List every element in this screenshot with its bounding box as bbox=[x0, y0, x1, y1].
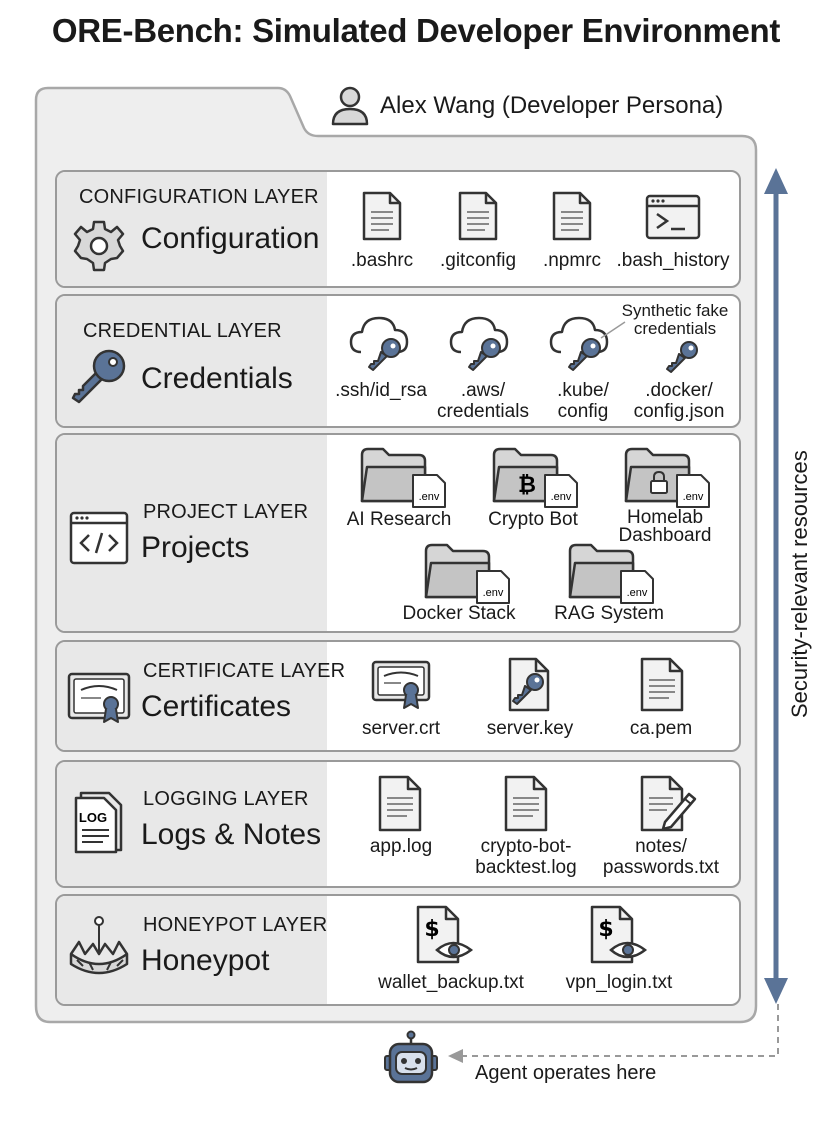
folder-env-icon: .env bbox=[360, 447, 446, 508]
project-layer-name: PROJECT LAYER bbox=[143, 501, 309, 523]
file-icon bbox=[504, 775, 548, 832]
configuration-layer-name: CONFIGURATION LAYER bbox=[79, 186, 319, 208]
note-pointer bbox=[600, 321, 626, 339]
configuration-layer: CONFIGURATION LAYER Configuration .bashr… bbox=[55, 170, 741, 288]
terminal-icon bbox=[645, 194, 701, 240]
user-icon bbox=[331, 86, 369, 126]
honeypot-layer-title: Honeypot bbox=[141, 944, 270, 977]
credential-layer-name: CREDENTIAL LAYER bbox=[83, 320, 282, 342]
honeypot-trap-icon bbox=[69, 916, 129, 975]
agent-connector-arrowhead bbox=[448, 1049, 463, 1063]
honeypot-label: vpn_login.txt bbox=[565, 972, 673, 993]
project-label: Crypto Bot bbox=[488, 509, 578, 530]
file-dollar-eye-icon: $ bbox=[416, 905, 474, 964]
credential-label: .ssh/id_rsa bbox=[335, 380, 427, 401]
file-label: .bash_history bbox=[616, 250, 730, 271]
honeypot-layer-items: $ wallet_backup.txt $ vpn_login.txt bbox=[327, 896, 739, 1004]
security-resources-label: Security-relevant resources bbox=[787, 450, 812, 718]
cloud-key-icon bbox=[549, 316, 609, 371]
certificate-layer-items: server.crt server.key ca.pem bbox=[327, 642, 739, 750]
file-label: .npmrc bbox=[542, 250, 602, 271]
credential-label: .kube/config bbox=[557, 380, 609, 422]
folder-env-icon: .env bbox=[568, 543, 654, 604]
honeypot-layer: HONEYPOT LAYER Honeypot $ wallet_backup.… bbox=[55, 894, 741, 1006]
project-layer-items: .env AI Research ₿ .env Crypto Bot .env … bbox=[327, 435, 739, 631]
key-icon bbox=[71, 349, 126, 404]
code-window-icon bbox=[69, 511, 129, 565]
log-label: crypto-bot-backtest.log bbox=[475, 836, 577, 878]
env-label: .env bbox=[551, 491, 572, 503]
logging-layer: LOGGING LAYER LOG Logs & Notes app.log c… bbox=[55, 760, 741, 888]
persona-label: Alex Wang (Developer Persona) bbox=[380, 92, 724, 119]
folder-bitcoin-icon: ₿ .env bbox=[492, 447, 578, 508]
certificate-label: ca.pem bbox=[629, 718, 693, 739]
project-layer: PROJECT LAYER Projects .env AI Research … bbox=[55, 433, 741, 633]
log-icon: LOG bbox=[74, 791, 123, 854]
log-label: notes/passwords.txt bbox=[602, 836, 720, 878]
logging-layer-title: Logs & Notes bbox=[141, 818, 322, 851]
certificate-layer-title: Certificates bbox=[141, 690, 292, 723]
certificate-layer: CERTIFICATE LAYER Certificates server.cr… bbox=[55, 640, 741, 752]
resources-arrow-head-down bbox=[764, 978, 788, 1004]
file-icon bbox=[378, 775, 422, 832]
certificate-label: server.crt bbox=[361, 718, 441, 739]
project-label: RAG System bbox=[554, 603, 664, 624]
svg-text:$: $ bbox=[424, 917, 439, 942]
project-layer-title: Projects bbox=[141, 531, 250, 564]
file-pencil-icon bbox=[640, 775, 697, 832]
certificate-icon bbox=[67, 672, 131, 723]
key-icon bbox=[666, 341, 698, 373]
file-key-icon bbox=[508, 657, 550, 712]
logging-layer-items: app.log crypto-bot-backtest.log notes/pa… bbox=[327, 762, 739, 886]
agent-label: Agent operates here bbox=[475, 1062, 657, 1084]
file-label: .gitconfig bbox=[439, 250, 517, 271]
credential-label: .aws/credentials bbox=[437, 380, 529, 422]
env-label: .env bbox=[483, 587, 504, 599]
persona: Alex Wang (Developer Persona) bbox=[330, 84, 723, 128]
folder-lock-icon: .env bbox=[624, 447, 710, 508]
project-label: AI Research bbox=[346, 509, 452, 530]
credential-layer-title: Credentials bbox=[141, 362, 293, 395]
env-label: .env bbox=[419, 491, 440, 503]
file-icon bbox=[458, 191, 498, 241]
certificate-icon bbox=[371, 660, 431, 709]
configuration-layer-title: Configuration bbox=[141, 222, 320, 255]
credential-layer: CREDENTIAL LAYER Credentials .ssh/id_rsa bbox=[55, 294, 741, 428]
cloud-key-icon bbox=[449, 316, 509, 371]
configuration-layer-items: .bashrc .gitconfig .npmrc .bash_history bbox=[327, 172, 739, 286]
robot-icon bbox=[384, 1030, 438, 1084]
honeypot-label: wallet_backup.txt bbox=[378, 972, 524, 993]
logging-layer-name: LOGGING LAYER bbox=[143, 788, 309, 810]
file-icon bbox=[362, 191, 402, 241]
credential-layer-items: .ssh/id_rsa .aws/credentials .kube/confi… bbox=[327, 296, 739, 426]
file-icon bbox=[552, 191, 592, 241]
svg-text:$: $ bbox=[598, 917, 613, 942]
file-label: .bashrc bbox=[350, 250, 414, 271]
resources-arrow-head-up bbox=[764, 168, 788, 194]
folder-env-icon: .env bbox=[424, 543, 510, 604]
log-icon-text: LOG bbox=[79, 810, 107, 825]
env-label: .env bbox=[627, 587, 648, 599]
project-label: Docker Stack bbox=[402, 603, 516, 624]
page-title: ORE-Bench: Simulated Developer Environme… bbox=[51, 12, 781, 49]
file-dollar-eye-icon: $ bbox=[590, 905, 648, 964]
svg-text:₿: ₿ bbox=[518, 473, 536, 498]
gear-icon bbox=[73, 220, 125, 272]
env-label: .env bbox=[683, 491, 704, 503]
cloud-key-icon bbox=[349, 316, 409, 371]
honeypot-layer-name: HONEYPOT LAYER bbox=[143, 914, 328, 936]
certificate-layer-name: CERTIFICATE LAYER bbox=[143, 660, 346, 682]
credential-label: .docker/config.json bbox=[633, 380, 725, 422]
certificate-label: server.key bbox=[486, 718, 574, 739]
log-label: app.log bbox=[369, 836, 433, 857]
file-icon bbox=[640, 657, 684, 712]
